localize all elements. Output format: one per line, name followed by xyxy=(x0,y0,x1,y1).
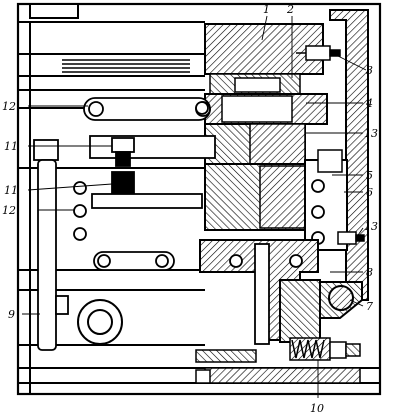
bottom-step xyxy=(195,369,211,384)
bottom-base xyxy=(204,367,361,384)
callout-13a: 13 xyxy=(364,127,378,140)
callout-8: 8 xyxy=(366,266,373,279)
leader-lines xyxy=(22,15,367,398)
callout-6: 6 xyxy=(366,186,373,199)
lower-slot-hole-l xyxy=(97,254,111,268)
middle-hole-2 xyxy=(289,254,303,268)
callout-9: 9 xyxy=(8,308,15,321)
callout-4: 4 xyxy=(365,97,373,110)
large-bore-inner xyxy=(87,309,113,335)
lower-right-block xyxy=(279,279,321,343)
callout-10: 10 xyxy=(310,402,324,415)
callout-3: 3 xyxy=(366,64,373,77)
junction-hole xyxy=(195,101,209,115)
callout-11b: 11 xyxy=(4,184,18,197)
slide-6-guide xyxy=(317,149,343,173)
column-11-upper xyxy=(89,135,216,167)
callouts: 1 2 3 4 13 5 6 13 8 7 10 12 11 11 12 9 xyxy=(2,3,378,415)
callout-12b: 12 xyxy=(2,204,16,217)
callout-11a: 11 xyxy=(4,140,18,153)
central-insert xyxy=(249,123,306,165)
middle-hole xyxy=(229,254,243,268)
callout-1: 1 xyxy=(263,3,270,16)
callout-2: 2 xyxy=(286,3,294,16)
column-9 xyxy=(33,139,69,351)
central-slot xyxy=(259,165,306,229)
slide-rollers xyxy=(311,179,325,245)
bolt-3 xyxy=(296,45,341,61)
column-11-lower xyxy=(91,171,203,209)
lower-slot-bar xyxy=(93,251,175,271)
callout-5: 5 xyxy=(366,169,373,182)
callout-13b: 13 xyxy=(364,220,378,233)
bar-12-hole xyxy=(88,101,104,117)
shaft-7 xyxy=(328,285,354,311)
pin-holes-12 xyxy=(73,181,87,241)
callout-7: 7 xyxy=(366,300,373,313)
top-spring xyxy=(62,59,301,95)
spring-10 xyxy=(289,337,361,361)
bottom-strip xyxy=(195,349,257,363)
callout-12a: 12 xyxy=(2,100,16,113)
middle-cutout xyxy=(221,95,293,123)
lower-slot-hole-r xyxy=(155,254,169,268)
lower-pin xyxy=(254,243,270,345)
